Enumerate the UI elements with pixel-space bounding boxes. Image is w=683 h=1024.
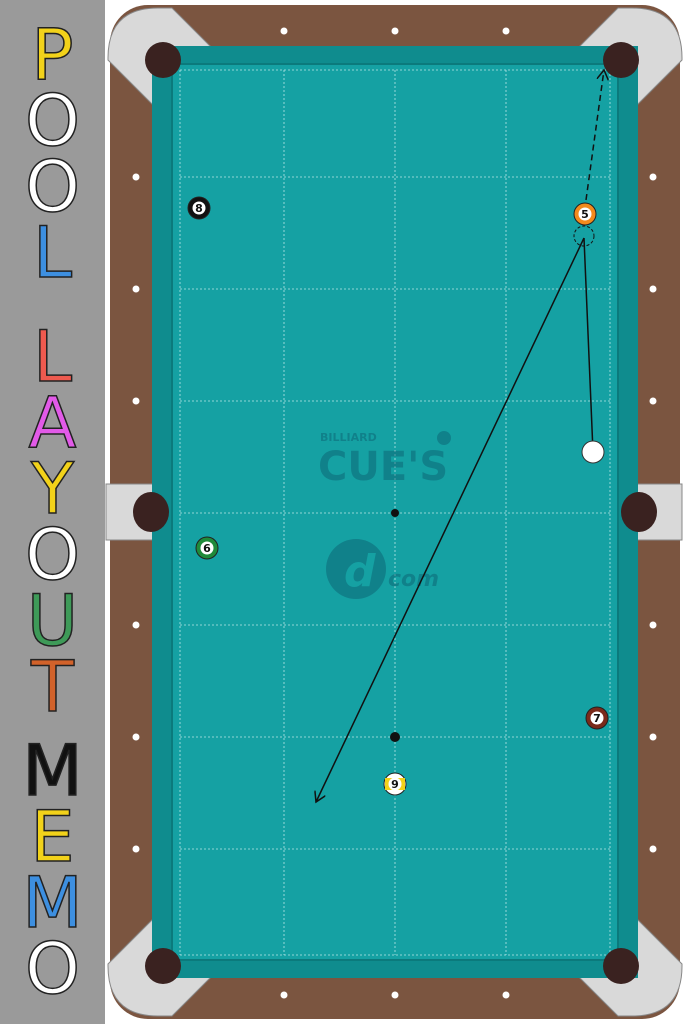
diamond bbox=[280, 991, 288, 999]
watermark-small-text: BILLIARD bbox=[320, 431, 377, 444]
title-letter-14: O bbox=[24, 928, 81, 1010]
pockets bbox=[133, 42, 657, 984]
svg-text:d: d bbox=[344, 546, 376, 597]
diamond bbox=[132, 285, 140, 293]
diamond bbox=[132, 733, 140, 741]
object-ball-path-arrow bbox=[585, 70, 604, 201]
diamond bbox=[502, 27, 510, 35]
watermark-emblem bbox=[326, 539, 386, 599]
diamonds bbox=[132, 27, 657, 999]
pocket-bottom-right bbox=[603, 948, 639, 984]
ball-5: 5 bbox=[573, 202, 597, 226]
title-letter-11: M bbox=[22, 730, 84, 812]
diamond bbox=[280, 27, 288, 35]
diamond bbox=[649, 845, 657, 853]
shot-path bbox=[316, 70, 604, 802]
title-letter-8: O bbox=[24, 514, 81, 596]
pool-table: BILLIARD CUE'S d com 8 5 6 7 9 bbox=[105, 0, 683, 1024]
pocket-middle-right bbox=[621, 492, 657, 532]
ball-9: 9 bbox=[383, 772, 407, 796]
title-letter-7: Y bbox=[30, 448, 74, 530]
cue-ball-path bbox=[583, 237, 594, 453]
title-letter-1: P bbox=[31, 14, 75, 96]
diamond bbox=[132, 173, 140, 181]
ball-number-label: 5 bbox=[581, 208, 589, 221]
pocket-top-left bbox=[145, 42, 181, 78]
title-letter-2: O bbox=[24, 80, 81, 162]
pocket-top-right bbox=[603, 42, 639, 78]
diamond bbox=[649, 733, 657, 741]
diamond bbox=[132, 397, 140, 405]
watermark-big-text: CUE'S bbox=[318, 444, 448, 490]
title-letter-3: O bbox=[24, 146, 81, 228]
pocket-middle-left bbox=[133, 492, 169, 532]
cue-ball-deflection-arrow bbox=[316, 237, 585, 802]
ball-7: 7 bbox=[585, 706, 609, 730]
diamond bbox=[649, 173, 657, 181]
cue-ball bbox=[581, 440, 605, 464]
title-letter-13: M bbox=[22, 862, 84, 944]
ball-6: 6 bbox=[195, 536, 219, 560]
ball-number-label: 9 bbox=[391, 778, 399, 791]
title-letter-6: A bbox=[28, 382, 77, 464]
watermark-sub-text: com bbox=[388, 567, 439, 592]
diamond bbox=[132, 845, 140, 853]
diamond bbox=[649, 397, 657, 405]
title-letter-12: E bbox=[30, 796, 76, 878]
foot-spot bbox=[390, 732, 400, 742]
title-letter-4: L bbox=[32, 212, 73, 294]
diamond bbox=[391, 27, 399, 35]
ball-number-label: 6 bbox=[203, 542, 211, 555]
diamond bbox=[649, 621, 657, 629]
center-spot bbox=[391, 509, 399, 517]
ball-number-label: 8 bbox=[195, 202, 203, 215]
pocket-bottom-left bbox=[145, 948, 181, 984]
ball-number-label: 7 bbox=[593, 712, 601, 725]
diamond bbox=[502, 991, 510, 999]
ghost-ball bbox=[573, 225, 595, 247]
title-letter-10: T bbox=[30, 646, 74, 728]
object-balls: 8 5 6 7 9 bbox=[187, 196, 609, 796]
grid-lines bbox=[179, 69, 611, 956]
diamond bbox=[132, 621, 140, 629]
diamond bbox=[649, 285, 657, 293]
title-letter-9: U bbox=[26, 580, 79, 662]
diamond bbox=[391, 991, 399, 999]
title-letter-5: L bbox=[32, 316, 73, 398]
ball-8: 8 bbox=[187, 196, 211, 220]
watermark-logo: BILLIARD CUE'S d com bbox=[318, 431, 451, 599]
